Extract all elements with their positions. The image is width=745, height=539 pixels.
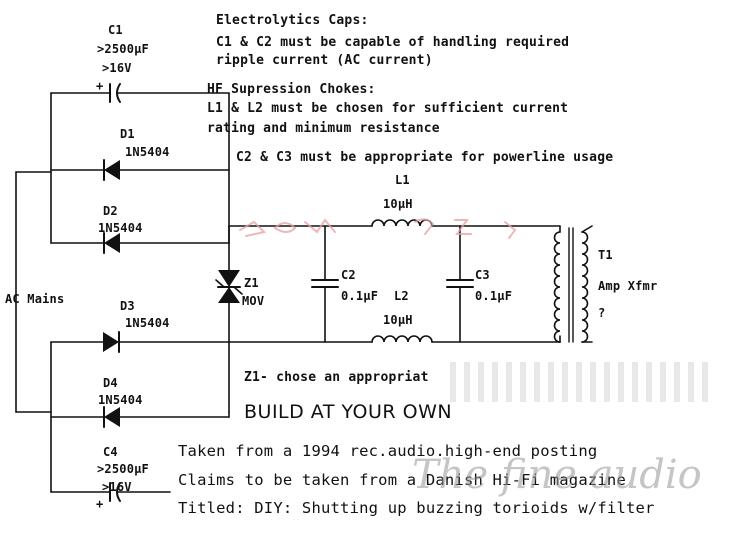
d4-diode-symbol (104, 407, 120, 427)
c1-value: >2500µF (97, 42, 149, 56)
z1-ref: Z1 (244, 276, 259, 290)
d1-part: 1N5404 (125, 145, 170, 159)
c1-voltage: >16V (102, 61, 132, 75)
c2-value: 0.1µF (341, 289, 379, 303)
d4-part: 1N5404 (98, 393, 143, 407)
c4-ref: C4 (103, 445, 118, 459)
c3-value: 0.1µF (475, 289, 513, 303)
electrolytic-line1: C1 & C2 must be capable of handling requ… (216, 35, 570, 50)
watermark-text: The fine audio (412, 452, 702, 498)
d2-diode-symbol (104, 233, 120, 253)
c1-ref: C1 (108, 23, 123, 37)
ac-mains-label: AC Mains (5, 292, 65, 306)
t1-primary-winding (553, 231, 561, 343)
watermark-noise (450, 362, 710, 402)
d1-ref: D1 (120, 127, 135, 141)
l1-value: 10µH (383, 197, 413, 211)
c1-plus: + (96, 79, 104, 93)
c4-value: >2500µF (97, 462, 149, 476)
electrolytic-title: Electrolytics Caps: (216, 13, 369, 28)
footer-line1: Taken from a 1994 rec.audio.high-end pos… (178, 442, 598, 460)
l2-value: 10µH (383, 313, 413, 327)
d4-ref: D4 (103, 376, 118, 390)
t1-secondary-winding (581, 231, 589, 343)
choke-title: HF Supression Chokes: (207, 82, 376, 97)
l1-ref: L1 (395, 173, 410, 187)
c4-capacitor-symbol (116, 482, 121, 502)
watermark-red-strokes (239, 218, 517, 239)
c2-ref: C2 (341, 268, 356, 282)
choke-line2: rating and minimum resistance (207, 121, 440, 136)
z1-type: MOV (242, 294, 265, 308)
footer-line3: Titled: DIY: Shutting up buzzing torioid… (178, 499, 655, 517)
d3-part: 1N5404 (125, 316, 170, 330)
powerline-note: C2 & C3 must be appropriate for powerlin… (236, 150, 614, 165)
d3-ref: D3 (120, 299, 135, 313)
l2-ref: L2 (394, 289, 409, 303)
c4-voltage: >16V (102, 480, 132, 494)
c1-capacitor-symbol (116, 83, 121, 103)
l2-inductor-symbol (371, 335, 433, 343)
c3-ref: C3 (475, 268, 490, 282)
l1-inductor-symbol (371, 219, 433, 227)
z1-mov-symbol (218, 270, 240, 287)
t1-ref: T1 (598, 248, 613, 262)
build-warning: BUILD AT YOUR OWN (244, 401, 453, 423)
c4-plus: + (96, 497, 104, 511)
d1-diode-symbol (104, 160, 120, 180)
t1-unknown: ? (598, 306, 606, 320)
d3-diode-symbol (103, 332, 119, 352)
choke-line1: L1 & L2 must be chosen for sufficient cu… (207, 101, 569, 116)
d2-ref: D2 (103, 204, 118, 218)
electrolytic-line2: ripple current (AC current) (216, 53, 433, 68)
footer-line2: Claims to be taken from a Danish Hi-Fi m… (178, 471, 626, 489)
mov-note: Z1- chose an appropriat (244, 370, 429, 385)
d2-part: 1N5404 (98, 221, 143, 235)
t1-desc: Amp Xfmr (598, 279, 658, 293)
